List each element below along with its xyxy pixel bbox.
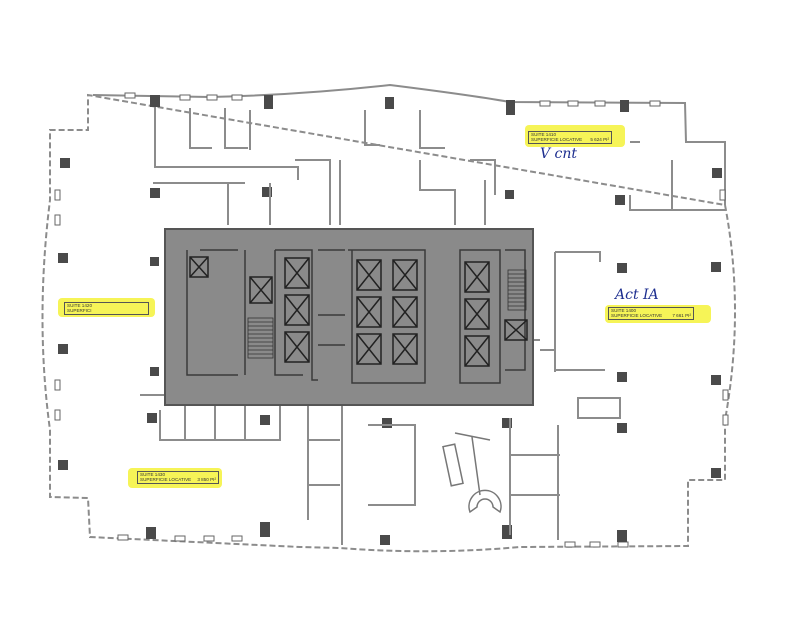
facade-windows — [54, 92, 729, 548]
highlight-suite-1400 — [605, 305, 711, 323]
suite-1410-annotation: V cnt — [540, 146, 578, 162]
stairs — [247, 269, 527, 359]
suite-1410-area: 5 624 PI² — [590, 137, 609, 143]
suite-1420-name: SUITE 1420 — [67, 303, 93, 308]
suite-1400-name: SUITE 1400 — [611, 308, 637, 313]
building-envelope — [41, 83, 736, 553]
suite-1410-label: SUITE 1410 SUPERFICIE LOCATIVE 5 624 PI² — [528, 131, 612, 144]
suite-1420-area-label: SUPERFICI — [67, 308, 92, 314]
suite-1420-label: SUITE 1420 SUPERFICI — [64, 302, 149, 315]
reception-furniture — [442, 432, 502, 514]
suite-1430-area-label: SUPERFICIE LOCATIVE — [140, 477, 192, 483]
suite-1400-area-label: SUPERFICIE LOCATIVE — [611, 313, 663, 319]
suite-1410-area-label: SUPERFICIE LOCATIVE — [531, 137, 583, 143]
suite-1400-annotation: Act IA — [615, 287, 659, 303]
suite-1430-area: 3 850 PI² — [197, 477, 216, 483]
suite-1410-name: SUITE 1410 — [531, 132, 557, 137]
suite-1400-area: 7 661 PI² — [672, 313, 691, 319]
highlight-suite-1410 — [525, 125, 625, 147]
suite-1430-name: SUITE 1430 — [140, 472, 166, 477]
interior-walls — [140, 107, 725, 545]
structural-columns — [58, 95, 722, 545]
elevator-cars — [189, 256, 528, 367]
building-core — [164, 228, 534, 406]
suite-1400-label: SUITE 1400 SUPERFICIE LOCATIVE 7 661 PI² — [608, 307, 694, 320]
suite-1430-label: SUITE 1430 SUPERFICIE LOCATIVE 3 850 PI² — [137, 471, 219, 484]
